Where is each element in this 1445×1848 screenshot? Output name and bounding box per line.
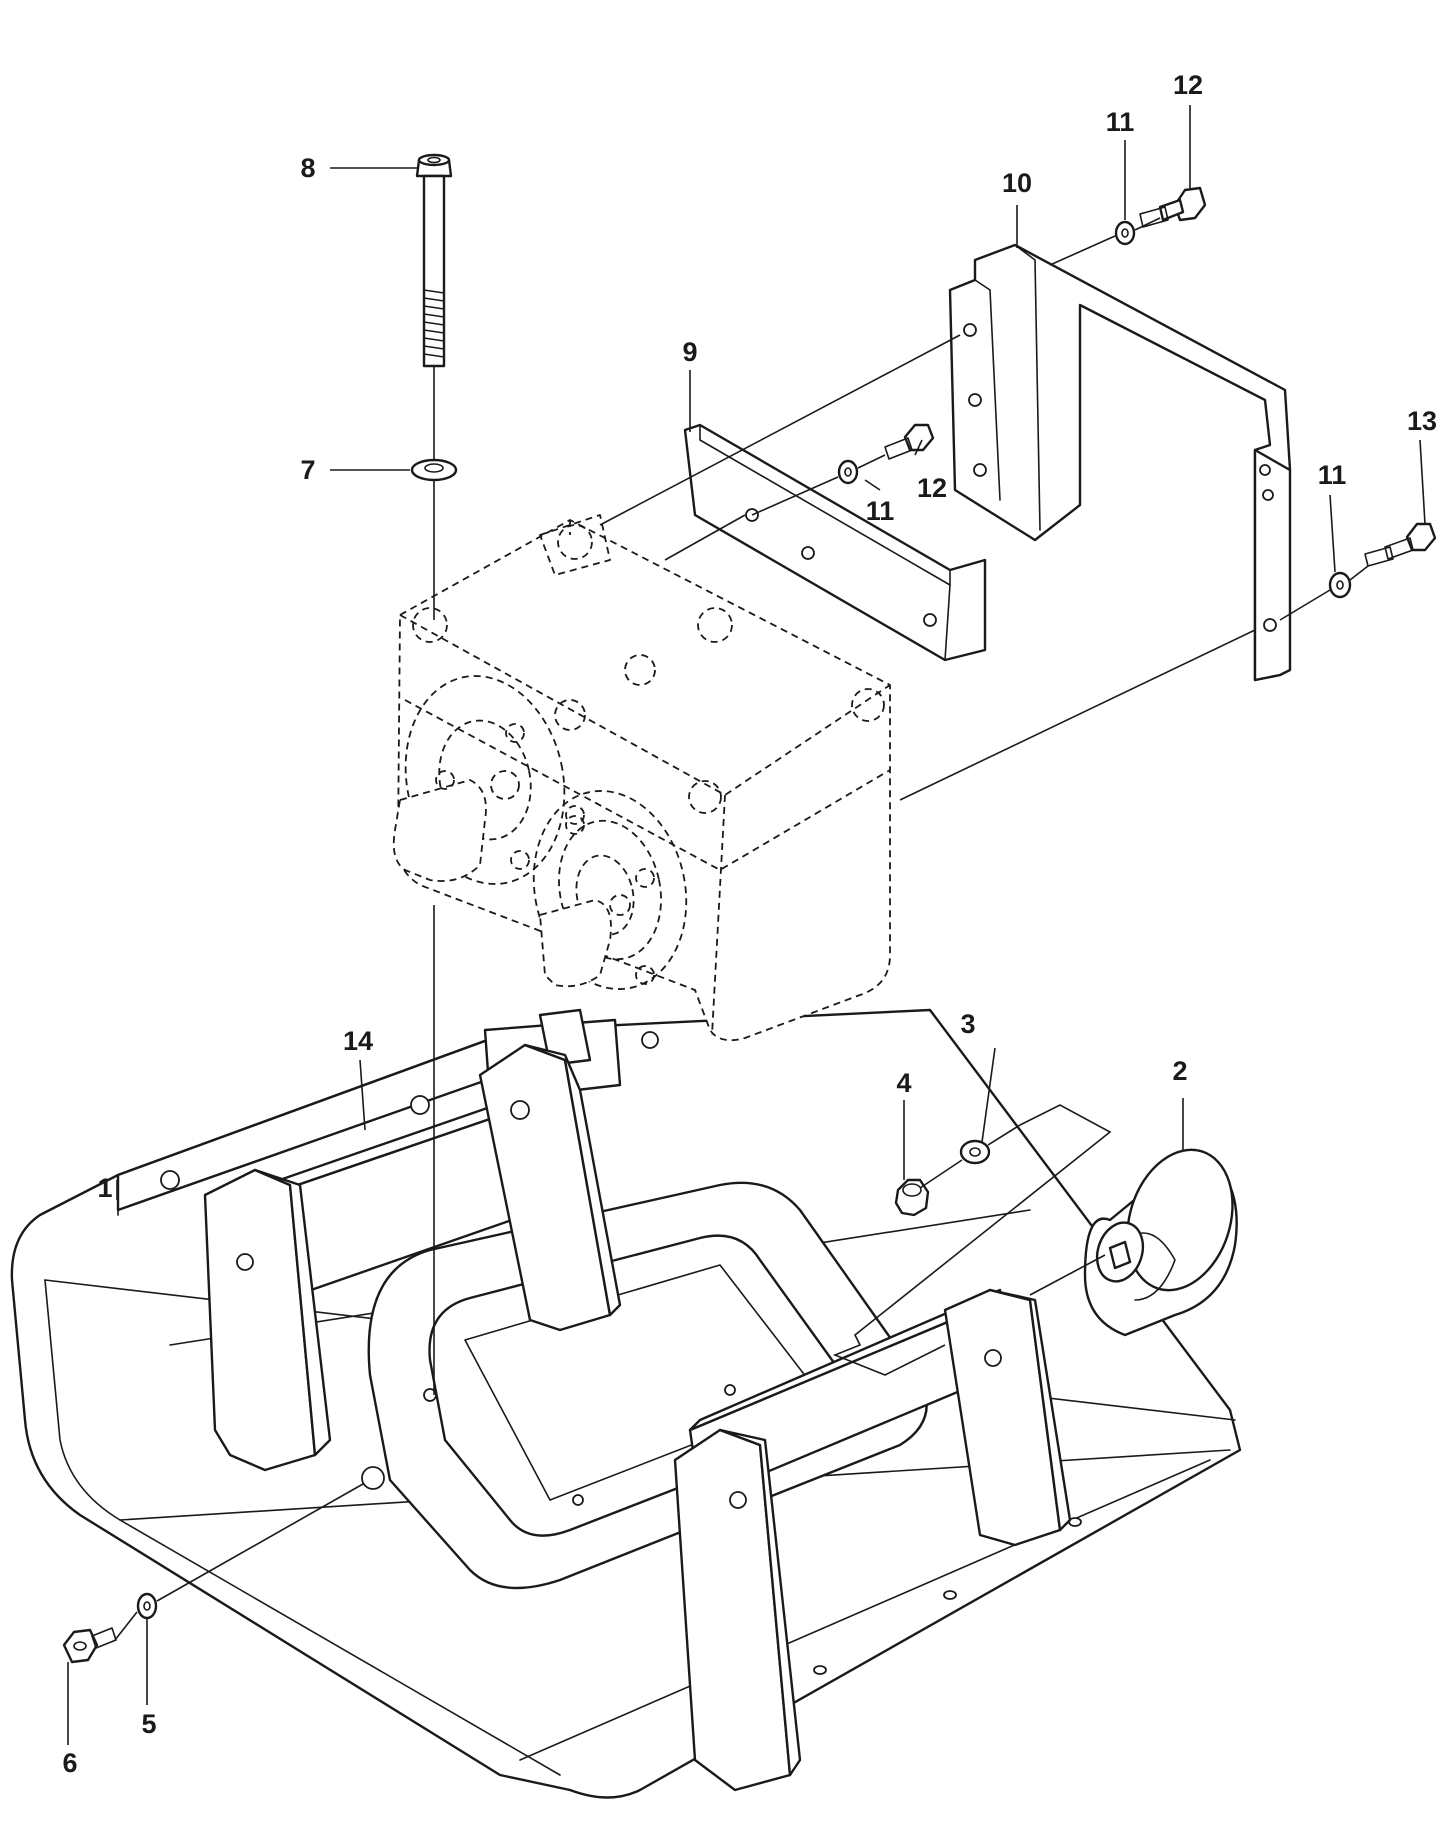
callout-leaders xyxy=(67,105,1426,1745)
recess-hole xyxy=(724,1384,736,1396)
bracket-hole xyxy=(1262,489,1274,501)
callout-labels: 1 2 3 4 5 6 7 8 9 10 11 11 11 12 12 13 1… xyxy=(62,70,1437,1778)
bracket-hole xyxy=(510,1100,530,1120)
nut-4 xyxy=(894,1178,930,1217)
bracket-hole xyxy=(1259,464,1271,476)
washer-5 xyxy=(136,1592,158,1620)
housing-boss xyxy=(412,607,448,643)
long-bolt-8 xyxy=(415,153,453,368)
plate-edge-hole xyxy=(943,1590,957,1600)
screw-12-upper xyxy=(1139,186,1207,228)
callout-11-upper: 11 xyxy=(1106,107,1135,137)
callout-11-middle: 11 xyxy=(866,496,895,526)
bracket-hole xyxy=(729,1491,747,1509)
plate-hole xyxy=(641,1031,659,1049)
callout-3: 3 xyxy=(960,1009,975,1039)
callout-7: 7 xyxy=(300,455,315,485)
recess-hole xyxy=(423,1388,437,1402)
assembly-lines xyxy=(114,217,1369,1641)
callout-13: 13 xyxy=(1407,406,1437,436)
front-right-upright xyxy=(943,1288,1072,1547)
housing-boss xyxy=(688,780,722,814)
callout-11-lower: 11 xyxy=(1318,460,1347,490)
bracket-10 xyxy=(948,243,1292,682)
housing-boss xyxy=(554,699,586,731)
washer-11-lower xyxy=(1328,571,1352,599)
callout-6: 6 xyxy=(62,1748,77,1778)
callout-5: 5 xyxy=(141,1709,156,1739)
screw-13 xyxy=(1364,522,1437,567)
bracket-hole xyxy=(923,613,937,627)
housing-boss xyxy=(851,688,885,722)
bracket-hole xyxy=(1263,618,1277,632)
callout-12-middle: 12 xyxy=(917,473,947,503)
housing-boss xyxy=(557,524,593,560)
bracket-9 xyxy=(683,423,987,662)
plate-hole xyxy=(410,1095,430,1115)
callout-10: 10 xyxy=(1002,168,1032,198)
recess-hole xyxy=(572,1494,584,1506)
callout-9: 9 xyxy=(682,337,697,367)
callout-2: 2 xyxy=(1172,1056,1187,1086)
bracket-hole xyxy=(968,393,982,407)
washer-11-upper-hole xyxy=(1121,228,1129,238)
bracket-hole xyxy=(963,323,977,337)
housing-boss xyxy=(624,654,656,686)
callout-12-upper: 12 xyxy=(1173,70,1203,100)
plate-edge-hole xyxy=(813,1665,827,1675)
plate-side-hole xyxy=(361,1466,385,1490)
washer-11-middle-hole xyxy=(844,467,852,477)
washer-3 xyxy=(959,1139,991,1165)
washer-11-lower-hole xyxy=(1336,580,1344,590)
washer-5-hole xyxy=(143,1601,151,1611)
exciter-housing xyxy=(392,514,891,1042)
callout-8: 8 xyxy=(300,153,315,183)
plate-hole xyxy=(160,1170,180,1190)
left-flange xyxy=(404,675,566,885)
callout-14: 14 xyxy=(343,1026,373,1056)
housing-boss xyxy=(697,607,733,643)
bracket-hole xyxy=(984,1349,1002,1367)
callout-4: 4 xyxy=(896,1068,911,1098)
front-left-upright xyxy=(673,1428,802,1792)
center-recess xyxy=(367,1181,928,1590)
washer-11-upper xyxy=(1114,220,1136,246)
rear-right-upright xyxy=(478,1043,622,1332)
screw-6 xyxy=(62,1627,117,1664)
screw-12-middle xyxy=(884,423,935,460)
washer-11-middle xyxy=(837,459,859,485)
callout-1: 1 xyxy=(97,1173,112,1203)
bracket-hole xyxy=(973,463,987,477)
washer-7 xyxy=(410,458,458,482)
bracket-hole xyxy=(801,546,815,560)
right-flange xyxy=(532,790,688,990)
washer-3-hole xyxy=(969,1147,981,1157)
rubber-buffer xyxy=(1083,1148,1238,1337)
bracket-hole xyxy=(236,1253,254,1271)
